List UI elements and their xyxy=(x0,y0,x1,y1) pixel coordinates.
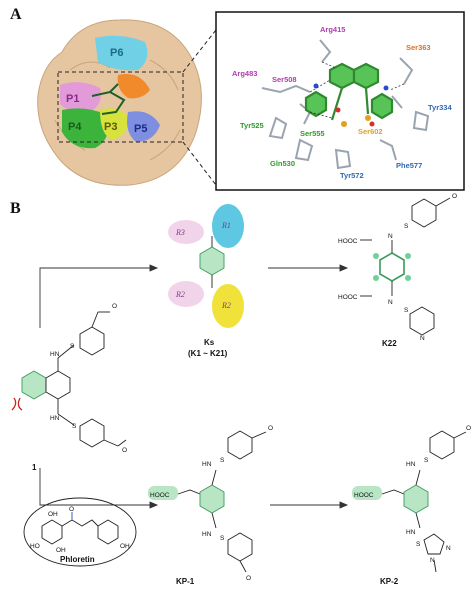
residue-label-ser602: Ser602 xyxy=(358,127,383,136)
k22-fluorines xyxy=(373,253,411,281)
residue-label-phe577: Phe577 xyxy=(396,161,422,170)
k22-s-top: S xyxy=(404,223,409,230)
pocket-label-p6: P6 xyxy=(110,47,123,59)
k22-hooc-top: HOOC xyxy=(338,238,358,245)
compound-1-o-methoxy-bottom: O xyxy=(122,447,127,454)
k22-hooc-bottom: HOOC xyxy=(338,294,358,301)
panel-label-a: A xyxy=(10,6,22,23)
pocket-label-p1: P1 xyxy=(66,93,79,105)
pocket-p6-region xyxy=(95,35,148,71)
phloretin-label: Phloretin xyxy=(60,555,95,564)
ks-range-label: (K1 ~ K21) xyxy=(188,349,228,358)
kp2-o-methoxy: O xyxy=(466,425,471,432)
pocket-p4-region xyxy=(62,108,109,149)
residue-label-tyr572: Tyr572 xyxy=(340,171,364,180)
k22-n-pyridine: N xyxy=(420,335,425,342)
kp2-n-methyl: N xyxy=(430,557,435,564)
protein-surface: P6 P1 P4 P3 P5 xyxy=(37,19,217,186)
pocket-p1-region xyxy=(60,82,101,113)
kp1-hn-top: HN xyxy=(202,461,212,468)
k22-structure xyxy=(360,197,451,336)
pocket-label-p4: P4 xyxy=(68,121,82,133)
k22-n-top: N xyxy=(388,233,393,240)
residue-label-arg483: Arg483 xyxy=(232,69,257,78)
kp1-hooc: HOOC xyxy=(150,492,170,499)
phloretin-oh-top: OH xyxy=(48,511,58,518)
k22-s-bottom: S xyxy=(404,307,409,314)
kp2-hooc: HOOC xyxy=(354,492,374,499)
reaction-arrows xyxy=(39,264,349,509)
compound-1-s-bottom: S xyxy=(72,423,77,430)
pocket-p3-region xyxy=(100,108,130,140)
panel-label-b: B xyxy=(10,200,21,217)
compound-1-label: 1 xyxy=(32,463,37,472)
compound-1-s-top: S xyxy=(70,343,75,350)
k22-label: K22 xyxy=(382,339,397,348)
ks-r3-top: R3 xyxy=(175,228,185,237)
pocket-label-p5: P5 xyxy=(134,123,147,135)
phloretin-oh-bottom: OH xyxy=(56,547,66,554)
phloretin-ho-left: HO xyxy=(30,543,40,550)
kp1-s-bottom: S xyxy=(220,535,225,542)
kp1-o-methoxy-top: O xyxy=(268,425,273,432)
kp1-label: KP-1 xyxy=(176,577,195,586)
kp1-o-methoxy-bottom: O xyxy=(246,575,251,582)
phloretin-structure: O OH HO OH OH Phloretin xyxy=(23,497,137,567)
residue-label-arg415: Arg415 xyxy=(320,25,345,34)
k22-o-methoxy: O xyxy=(452,193,457,200)
kp2-s-top: S xyxy=(424,457,429,464)
compound-1-structure xyxy=(11,311,127,448)
kp1-structure xyxy=(148,430,267,573)
binding-site-zoom: Arg415 Ser363 Arg483 Ser508 Tyr525 Ser55… xyxy=(215,11,465,191)
phloretin-oh-right: OH xyxy=(120,543,130,550)
orange-region xyxy=(117,74,150,99)
residue-label-gln530: Gln530 xyxy=(270,159,295,168)
residue-label-ser508: Ser508 xyxy=(272,75,297,84)
ks-r2-right: R2 xyxy=(221,301,231,310)
ks-label: Ks xyxy=(204,338,215,347)
kp2-hn-top: HN xyxy=(406,461,416,468)
ks-r2-left: R2 xyxy=(175,290,185,299)
compound-1-hn-bottom: HN xyxy=(50,415,60,422)
ks-r1: R1 xyxy=(221,221,231,230)
compound-1-o-methoxy-top: O xyxy=(112,303,117,310)
pocket-p5-region xyxy=(127,111,160,142)
kp2-n-pyrazole: N xyxy=(446,545,451,552)
kp2-hn-bottom: HN xyxy=(406,529,416,536)
kp2-structure xyxy=(352,430,467,573)
residue-label-ser363: Ser363 xyxy=(406,43,431,52)
phloretin-ketone-o: O xyxy=(69,506,74,513)
k22-n-bottom: N xyxy=(388,299,393,306)
kp2-label: KP-2 xyxy=(380,577,399,586)
compound-1-hn-top: HN xyxy=(50,351,60,358)
residue-label-tyr334: Tyr334 xyxy=(428,103,452,112)
kp1-hn-bottom: HN xyxy=(202,531,212,538)
pocket-label-p3: P3 xyxy=(104,121,117,133)
ks-structure: R3 R1 R2 R2 Ks (K1 ~ K21) xyxy=(168,204,244,358)
residue-label-tyr525: Tyr525 xyxy=(240,121,264,130)
kp2-s-bottom: S xyxy=(416,541,421,548)
kp1-s-top: S xyxy=(220,457,225,464)
residue-label-ser555: Ser555 xyxy=(300,129,325,138)
